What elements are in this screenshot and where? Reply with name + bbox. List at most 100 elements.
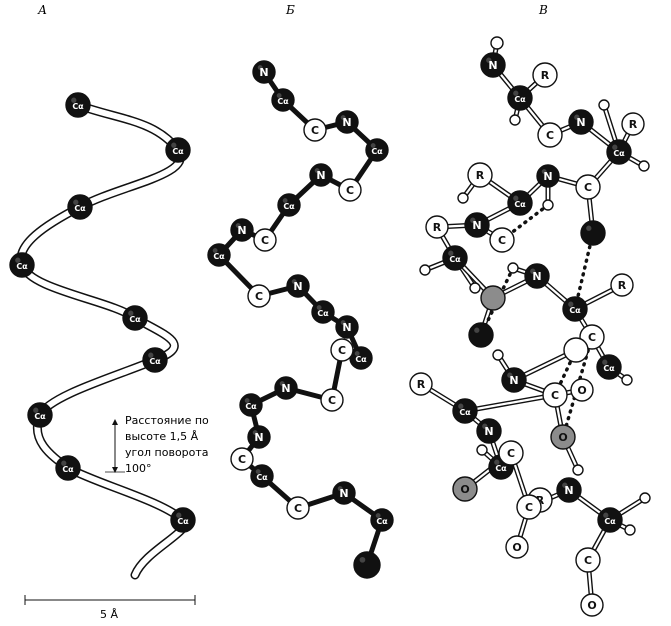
panel-c-atom [419, 264, 431, 276]
panel-a-calpha-atom-label: Cα [74, 204, 86, 213]
panel-c-atom [542, 199, 554, 211]
panel-c-atom-shine [482, 423, 488, 429]
panel-c-atom-sphere [425, 215, 449, 239]
panel-c-atom-label: N [509, 374, 518, 387]
panel-c-atom: R [610, 273, 634, 297]
panel-b-atom-shine [255, 469, 261, 475]
panel-b-atom-label: C [255, 290, 263, 303]
panel-b-atom-label: N [342, 116, 351, 129]
panel-c-atom-sphere [542, 382, 568, 408]
panel-c-atom-label: N [532, 270, 541, 283]
panel-b-atom-shine [291, 279, 297, 285]
panel-c-atom-label: R [541, 69, 550, 82]
panel-c-atom [469, 282, 481, 294]
panel-c-atom-shine [448, 250, 454, 256]
panel-b-atom-label: N [281, 382, 290, 395]
panel-b-atom-shine [314, 168, 320, 174]
panel-c-atom-shine [513, 90, 519, 96]
panel-b-atom-label: N [237, 224, 246, 237]
panel-a-calpha-atom: Cα [9, 252, 35, 278]
scale-bar-label: 5 Å [100, 608, 118, 621]
panel-c-atom-label: R [536, 494, 545, 507]
panel-c-atom-sphere [610, 273, 634, 297]
panel-c-atom-label: N [484, 425, 493, 438]
panel-c-atom-sphere [489, 227, 515, 253]
panel-c-atom: O [550, 424, 576, 450]
panel-c-atom-sphere [507, 262, 519, 274]
panel-b-atom-label: C [328, 394, 336, 407]
panel-b-atom-sphere [247, 284, 271, 308]
panel-a-calpha-atom-label: Cα [16, 262, 28, 271]
panel-c-atom-sphere [468, 322, 494, 348]
panel-c-atom-sphere [563, 337, 589, 363]
panel-c-atom-label: C [498, 234, 506, 247]
panel-b-atom-shine [235, 223, 241, 229]
panel-c-atom-label: Cα [613, 149, 625, 158]
panel-c-atom-sphere [467, 162, 493, 188]
panel-b-atom-label: Cα [283, 202, 295, 211]
panel-c-atom: C [489, 227, 515, 253]
panel-a-calpha-atom: Cα [142, 347, 168, 373]
panel-b-atom: N [309, 163, 333, 187]
panel-c-atom-shine [507, 372, 513, 378]
panel-b-atom-shine [354, 351, 360, 357]
panel-a-calpha-atom: Cα [27, 402, 53, 428]
panel-b-atom-label: C [346, 184, 354, 197]
panel-c-atom-sphere [572, 464, 584, 476]
panel-c-atom-label: O [512, 541, 521, 554]
panel-b-atom-label: Cα [256, 473, 268, 482]
panel-c-atom [580, 220, 606, 246]
panel-b-atom-label: N [254, 431, 263, 444]
panel-c-atom: C [537, 122, 563, 148]
panel-c-atom-sphere [638, 160, 650, 172]
panel-c-atom: N [556, 477, 582, 503]
panel-c-atom-sphere [621, 374, 633, 386]
panel-c-atom-sphere [516, 494, 542, 520]
panel-c-atom-label: O [587, 599, 596, 612]
panel-c-atom-shine [470, 217, 476, 223]
panel-b-atom-sphere [353, 551, 381, 579]
panel-a-calpha-atom-shine [61, 460, 67, 466]
panel-a-calpha-atom: Cα [170, 507, 196, 533]
panel-b-atom-sphere [286, 496, 310, 520]
panel-c-atom-sphere [498, 440, 524, 466]
panel-a-calpha-atom-shine [33, 407, 39, 413]
panel-c-atom [624, 524, 636, 536]
panel-c-atom-shine [612, 144, 618, 150]
panel-b-atom-label: C [261, 234, 269, 247]
panel-b-atom-label: N [293, 280, 302, 293]
panel-c-atom-label: C [546, 129, 554, 142]
atom-spheres: CαCαCαCαCαCαCαCαCαNCαCNCαCNCαCNCαCNCαNCα… [9, 36, 651, 617]
panel-c-atom-sphere [457, 192, 469, 204]
panel-c-atom [598, 99, 610, 111]
panel-b-atom-label: Cα [371, 147, 383, 156]
panel-a-calpha-atom-label: Cα [34, 412, 46, 421]
panel-a-calpha-atom-label: Cα [129, 315, 141, 324]
panel-b-atom: C [230, 447, 254, 471]
panel-b-atom-shine [340, 115, 346, 121]
panel-c-atom [572, 464, 584, 476]
panel-b-atom: C [303, 118, 327, 142]
panel-c-bond-highlight [463, 393, 557, 413]
panel-c-atom-label: Cα [449, 255, 461, 264]
panel-c-atom: Cα [442, 245, 468, 271]
panel-b-atom-shine [244, 398, 250, 404]
panel-a-calpha-atom-label: Cα [177, 517, 189, 526]
panel-c-atom: C [575, 547, 601, 573]
panel-c-atom [468, 322, 494, 348]
panel-c-atom-label: Cα [603, 364, 615, 373]
tube-fill [18, 102, 188, 578]
panel-c-atom-label: O [577, 384, 586, 397]
panel-c-atom-shine [486, 57, 492, 63]
panel-c-atom [509, 114, 521, 126]
panel-b-atom: N [252, 60, 276, 84]
panel-c-atom: C [498, 440, 524, 466]
panel-c-atom [492, 349, 504, 361]
panel-b-atom: N [230, 218, 254, 242]
panel-c-atom-sphere [409, 372, 433, 396]
panel-b-atom-shine [316, 305, 322, 311]
panel-b-atom: Cα [250, 464, 274, 488]
panel-a-calpha-atom-label: Cα [149, 357, 161, 366]
panel-b-atom-label: N [259, 66, 268, 79]
panel-c-atom-sphere [505, 535, 529, 559]
